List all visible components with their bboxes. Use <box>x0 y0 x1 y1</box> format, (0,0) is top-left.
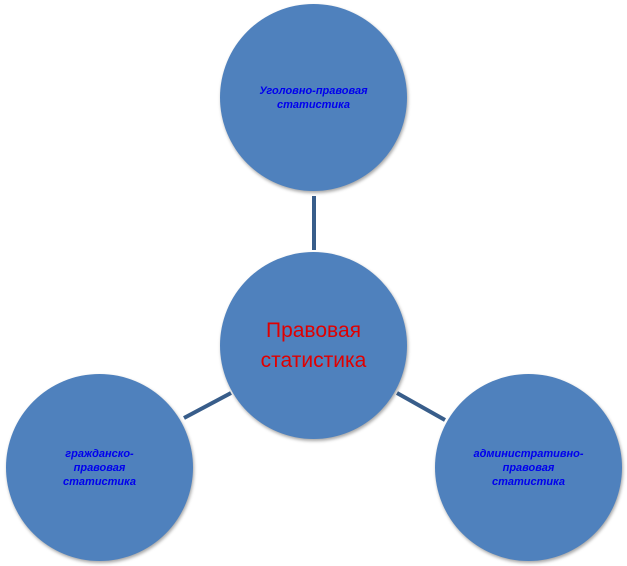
node-civil-law-statistics: гражданско- правовая статистика <box>6 374 193 561</box>
node-administrative-law-label: административно- правовая статистика <box>473 447 584 488</box>
node-civil-law-label: гражданско- правовая статистика <box>63 447 136 488</box>
node-legal-statistics-center: Правовая статистика <box>220 252 407 439</box>
node-administrative-law-statistics: административно- правовая статистика <box>435 374 622 561</box>
center-label: Правовая статистика <box>260 318 367 372</box>
node-criminal-law-statistics: Уголовно-правовая статистика <box>220 4 407 191</box>
connector-right <box>396 391 446 422</box>
connector-left <box>183 391 232 420</box>
node-criminal-law-label: Уголовно-правовая статистика <box>259 84 368 111</box>
